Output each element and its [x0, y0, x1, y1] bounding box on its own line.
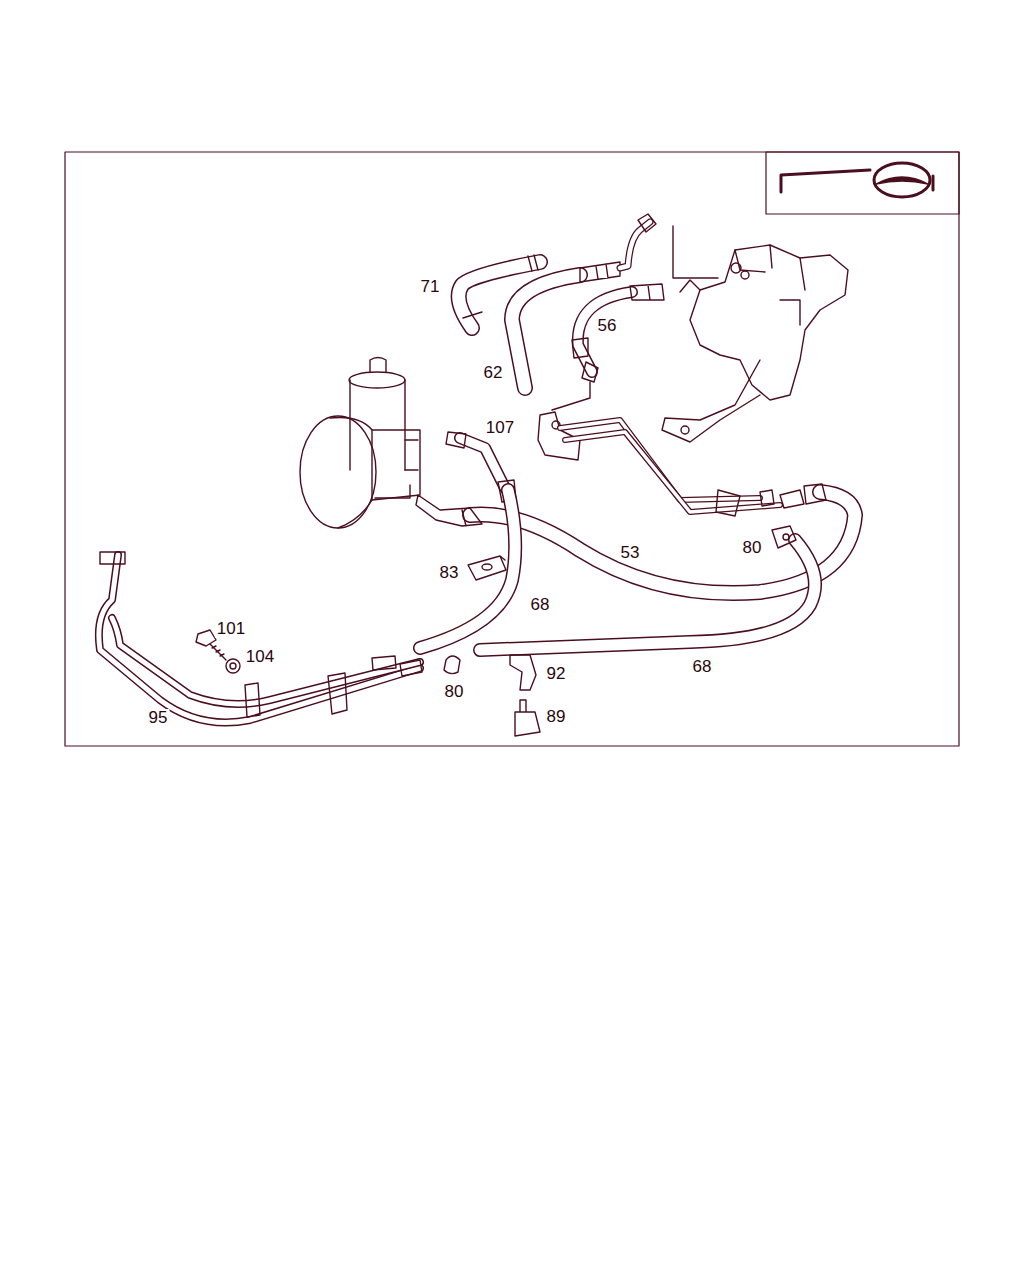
callout-number: 80	[443, 683, 466, 701]
callout-number: 71	[419, 278, 442, 296]
callout-number: 89	[545, 708, 568, 726]
callout-number: 53	[619, 544, 642, 562]
callout-number: 83	[438, 564, 461, 582]
callout-number: 101	[215, 620, 247, 638]
callout-number: 95	[147, 709, 170, 727]
callout-number: 107	[484, 419, 516, 437]
callout-number: 104	[244, 648, 276, 666]
callout-number: 62	[482, 364, 505, 382]
callout-number: 56	[596, 317, 619, 335]
callout-number: 92	[545, 665, 568, 683]
callout-number: 80	[741, 539, 764, 557]
callout-number: 68	[529, 596, 552, 614]
callout-number: 68	[691, 658, 714, 676]
